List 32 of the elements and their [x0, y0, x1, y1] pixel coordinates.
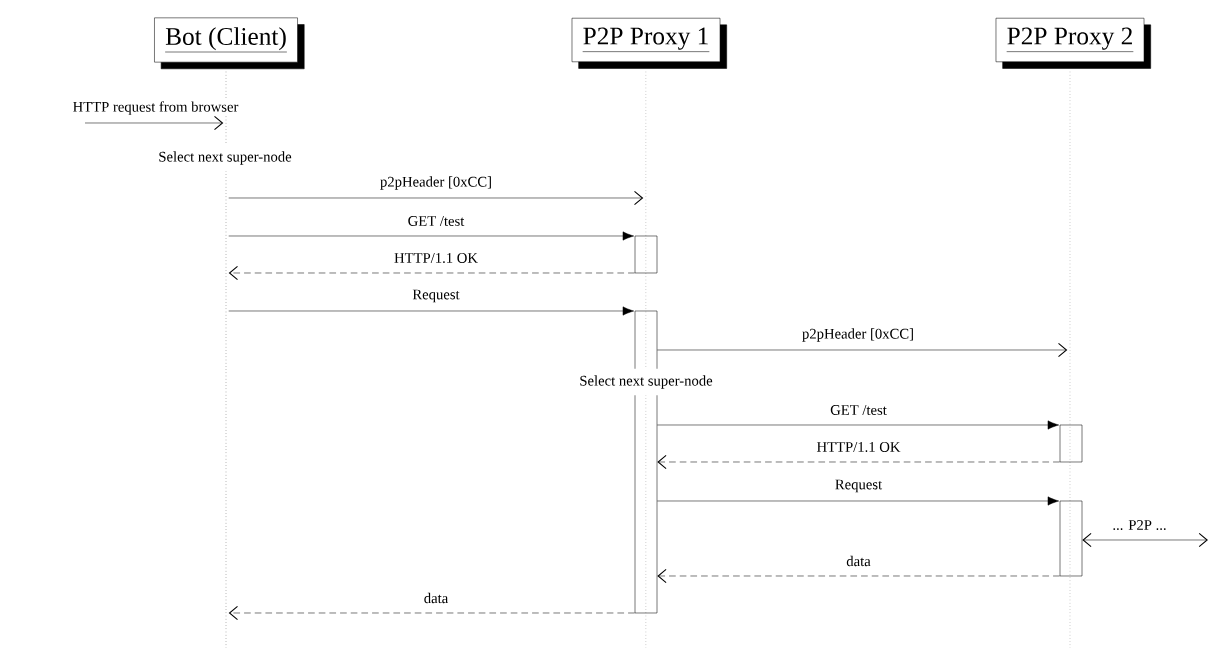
activation-bar — [1059, 424, 1083, 463]
edge-label: HTTP/1.1 OK — [815, 440, 902, 454]
participant-box: P2P Proxy 2 — [995, 17, 1151, 69]
participant-box: Bot (Client) — [154, 17, 305, 70]
message-arrow — [84, 115, 224, 131]
activation-bar — [634, 235, 658, 274]
edge-label: GET /test — [828, 403, 889, 417]
edge-label: Request — [833, 478, 884, 494]
step-note: Select next super-node — [155, 144, 295, 172]
edge-label: p2pHeader [0xCC] — [378, 175, 494, 191]
reply-arrow — [657, 568, 1060, 584]
edge-label: Request — [411, 288, 461, 304]
activation-bar — [1059, 500, 1083, 577]
edge-label: data — [422, 591, 450, 605]
reply-arrow — [228, 605, 635, 621]
message-arrow — [228, 231, 634, 241]
edge-label: data — [844, 554, 873, 568]
message-arrow — [1082, 532, 1208, 548]
message-arrow — [228, 306, 634, 316]
edge-label: HTTP/1.1 OK — [392, 251, 480, 265]
message-arrow — [657, 420, 1059, 430]
edge-label: HTTP request from browser — [71, 99, 240, 117]
edge-label: ... P2P ... — [1111, 518, 1168, 532]
message-arrow — [657, 496, 1059, 506]
edge-label: GET /test — [406, 214, 466, 228]
reply-arrow — [657, 454, 1060, 470]
participant-box: P2P Proxy 1 — [571, 17, 727, 69]
message-arrow — [657, 342, 1068, 358]
edge-label: p2pHeader [0xCC] — [800, 327, 916, 343]
message-arrow — [228, 190, 644, 206]
step-note: Select next super-node — [576, 368, 716, 396]
reply-arrow — [228, 265, 635, 281]
